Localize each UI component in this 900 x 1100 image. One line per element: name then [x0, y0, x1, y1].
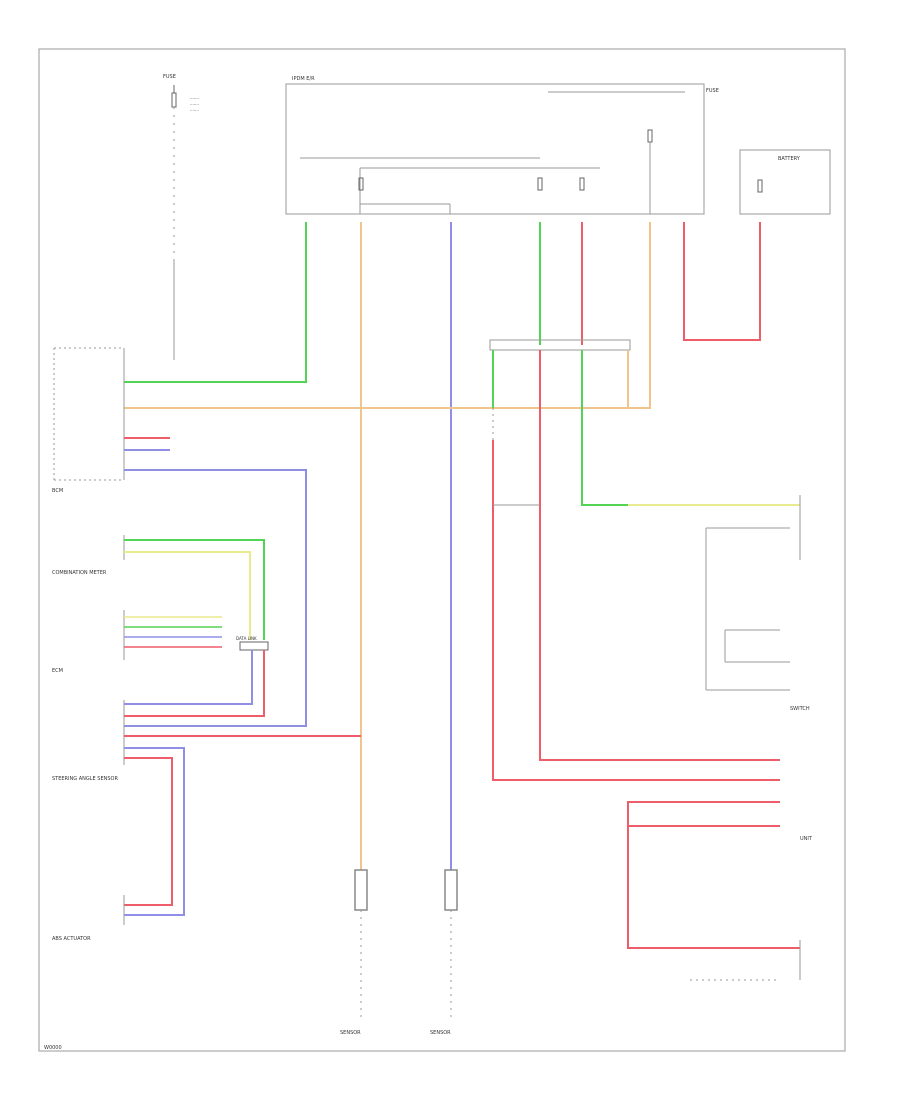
svg-text:ABS ACTUATOR: ABS ACTUATOR [52, 936, 91, 942]
svg-text:BATTERY: BATTERY [778, 156, 801, 162]
svg-text:ECM: ECM [52, 668, 63, 674]
svg-text:IPDM E/R: IPDM E/R [292, 76, 315, 82]
wires-junction [492, 350, 800, 781]
junction-block [489, 339, 631, 351]
svg-text:DATA LINK: DATA LINK [236, 636, 257, 641]
ecm-block: ECM [52, 610, 125, 674]
svg-text:SENSOR: SENSOR [430, 1030, 451, 1036]
svg-text:COMBINATION METER: COMBINATION METER [52, 570, 107, 576]
bcm-block: BCM [52, 347, 125, 494]
svg-text:FUSE: FUSE [163, 74, 176, 80]
fuse-block-top: IPDM E/R FUSE [285, 76, 719, 215]
svg-text:UNIT: UNIT [800, 836, 813, 842]
diagram-frame [38, 48, 846, 1052]
wires-ecm [124, 616, 222, 648]
svg-text:STEERING ANGLE SENSOR: STEERING ANGLE SENSOR [52, 776, 118, 782]
right-switch: SWITCH [705, 495, 810, 712]
fuse-top-left: FUSE ······· ······· ······· [163, 74, 199, 360]
wires-meter [124, 539, 265, 640]
steering-block: STEERING ANGLE SENSOR [52, 700, 125, 782]
sensor-right: SENSOR [430, 869, 458, 1036]
svg-text:BCM: BCM [52, 488, 63, 494]
data-link-connector [239, 641, 269, 651]
svg-text:SENSOR: SENSOR [340, 1030, 361, 1036]
svg-text:FUSE: FUSE [706, 88, 719, 94]
right-unit: UNIT [627, 801, 813, 981]
battery-box: BATTERY [739, 149, 831, 215]
corner-code: W0000 [44, 1045, 62, 1051]
svg-text:·······: ······· [190, 102, 199, 107]
wires-steering [124, 650, 361, 916]
svg-text:·······: ······· [190, 96, 199, 101]
wires-main [124, 222, 761, 870]
sensor-left: SENSOR [340, 869, 368, 1036]
combination-meter-block: COMBINATION METER [52, 535, 125, 576]
svg-text:·······: ······· [190, 108, 199, 113]
svg-text:SWITCH: SWITCH [790, 706, 810, 712]
abs-block: ABS ACTUATOR [52, 895, 125, 942]
wires-bcm [124, 437, 307, 727]
